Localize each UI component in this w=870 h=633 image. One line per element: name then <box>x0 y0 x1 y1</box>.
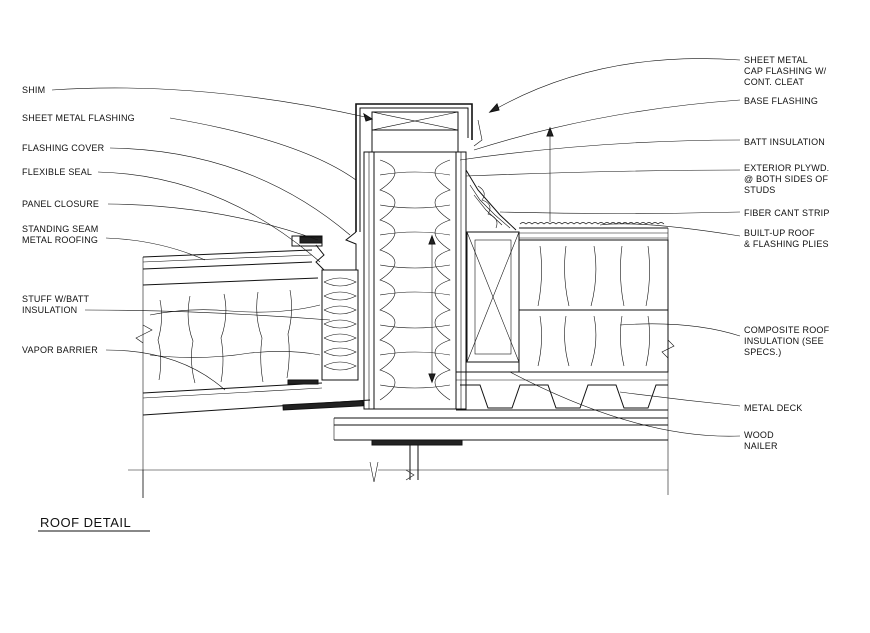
label-composite-line2: INSULATION (SEE <box>744 336 824 346</box>
label-fiber-cant-strip: FIBER CANT STRIP <box>744 208 830 218</box>
label-standing-seam-line1: STANDING SEAM <box>22 224 98 234</box>
stuffed-batt-insulation <box>315 244 359 381</box>
label-flexible-seal: FLEXIBLE SEAL <box>22 167 92 177</box>
label-exterior-plywood-line2: @ BOTH SIDES OF <box>744 174 828 184</box>
built-up-roof-assembly <box>456 169 675 495</box>
callout-labels-left: SHIM SHEET METAL FLASHING FLASHING COVER… <box>22 85 135 355</box>
callout-labels-right: SHEET METAL CAP FLASHING W/ CONT. CLEAT … <box>744 55 830 451</box>
label-stuff-batt-line2: INSULATION <box>22 305 77 315</box>
label-cap-flashing-line1: SHEET METAL <box>744 55 808 65</box>
structure-beams <box>128 417 668 498</box>
label-shim: SHIM <box>22 85 45 95</box>
drawing-title: ROOF DETAIL <box>40 515 131 530</box>
label-panel-closure: PANEL CLOSURE <box>22 199 99 209</box>
label-sheet-metal-flashing: SHEET METAL FLASHING <box>22 113 135 123</box>
standing-seam-roof-assembly <box>135 235 371 498</box>
leader-lines <box>51 58 741 437</box>
parapet-curb <box>345 103 483 410</box>
label-exterior-plywood-line3: STUDS <box>744 185 776 195</box>
label-built-up-roof-line1: BUILT-UP ROOF <box>744 228 815 238</box>
label-cap-flashing-line2: CAP FLASHING W/ <box>744 66 827 76</box>
label-composite-line1: COMPOSITE ROOF <box>744 325 830 335</box>
label-wood-nailer-line2: NAILER <box>744 441 778 451</box>
drawing-title-block: ROOF DETAIL <box>38 515 150 532</box>
label-vapor-barrier: VAPOR BARRIER <box>22 345 98 355</box>
label-cap-flashing-line3: CONT. CLEAT <box>744 77 804 87</box>
label-batt-insulation: BATT INSULATION <box>744 137 825 147</box>
label-metal-deck: METAL DECK <box>744 403 803 413</box>
label-built-up-roof-line2: & FLASHING PLIES <box>744 239 829 249</box>
label-wood-nailer-line1: WOOD <box>744 430 774 440</box>
label-standing-seam-line2: METAL ROOFING <box>22 235 98 245</box>
label-exterior-plywood-line1: EXTERIOR PLYWD. <box>744 163 829 173</box>
label-base-flashing: BASE FLASHING <box>744 96 818 106</box>
label-stuff-batt-line1: STUFF W/BATT <box>22 294 90 304</box>
label-flashing-cover: FLASHING COVER <box>22 143 105 153</box>
label-composite-line3: SPECS.) <box>744 347 781 357</box>
